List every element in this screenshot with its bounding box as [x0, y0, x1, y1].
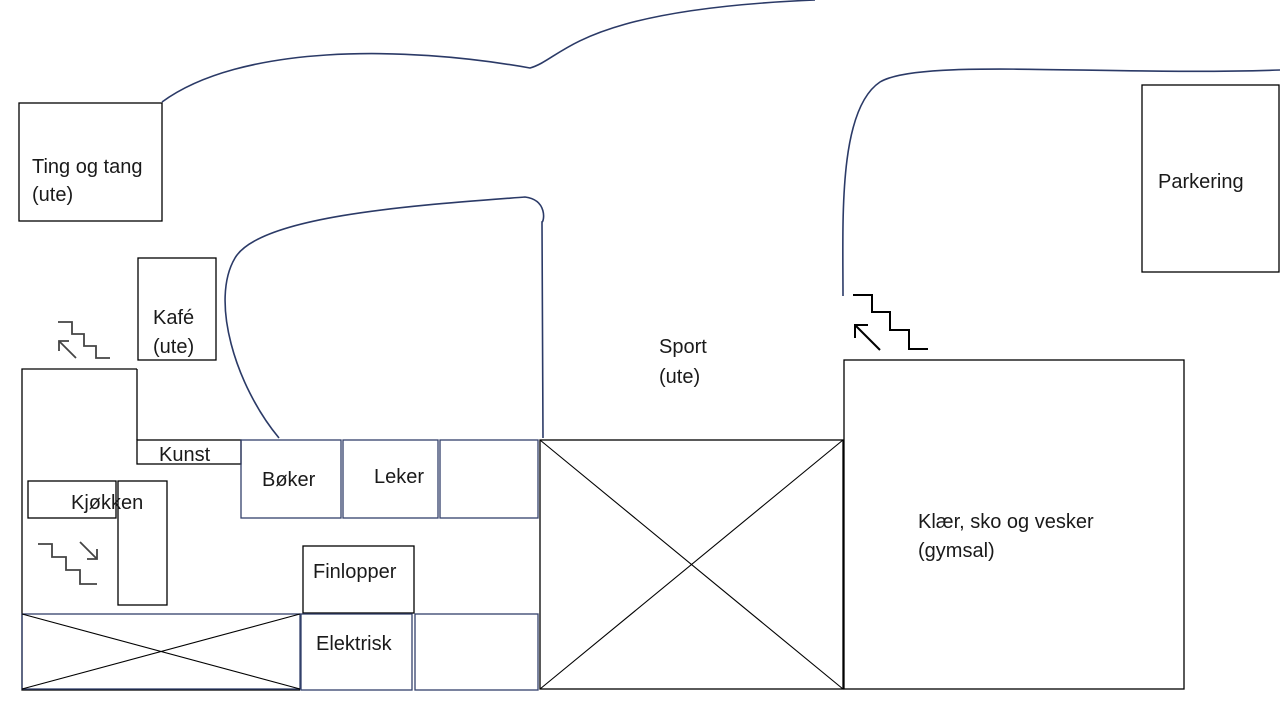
ting-og-tang-label: Ting og tang — [32, 156, 142, 178]
area-blocked-west — [21, 613, 301, 690]
walkway-path-north — [161, 0, 816, 103]
stairs-kitchen-arrow-head — [87, 549, 98, 560]
room-boker — [240, 439, 342, 519]
kunst-label: Kunst — [159, 444, 211, 466]
area-parkering — [1141, 84, 1280, 273]
room-empty-1 — [439, 439, 539, 519]
room-empty-2 — [414, 613, 539, 691]
parkering-label: Parkering — [1158, 171, 1244, 193]
finlopper-label: Finlopper — [313, 561, 397, 583]
stairs-kitchen-arrow-icon — [79, 541, 98, 560]
room-kjokken-column — [117, 480, 168, 606]
kjokken-label: Kjøkken — [71, 492, 143, 514]
boker-label: Bøker — [262, 469, 316, 491]
stairs-arrow-head — [58, 340, 69, 351]
stairs-gymsal-arrow-head — [854, 324, 868, 338]
stairs-gymsal-icon — [853, 294, 928, 350]
elektrisk-label: Elektrisk — [316, 633, 393, 655]
room-klaer — [843, 359, 1185, 690]
room-finlopper — [302, 545, 415, 614]
room-kjokken-counter — [27, 480, 117, 519]
room-leker — [342, 439, 439, 519]
blocked-center-cross-2 — [539, 439, 844, 690]
stairs-gymsal-arrow-icon — [855, 325, 881, 351]
room-ting-og-tang — [18, 102, 163, 222]
klaer-label: Klær, sko og vesker — [918, 511, 1094, 533]
walkway-path-loop — [224, 196, 545, 439]
kafe-sublabel: (ute) — [153, 336, 194, 358]
area-blocked-center — [539, 439, 844, 690]
ting-og-tang-sublabel: (ute) — [32, 184, 73, 206]
walkway-path-east — [842, 68, 1280, 297]
room-kafe — [137, 257, 217, 361]
sport-label: Sport — [659, 336, 707, 358]
kafe-label: Kafé — [153, 307, 194, 329]
blocked-west-cross-2 — [21, 613, 301, 690]
stairs-arrow-icon — [58, 340, 77, 359]
room-elektrisk — [300, 613, 413, 691]
main-building-wall — [21, 368, 300, 691]
klaer-sublabel: (gymsal) — [918, 540, 995, 562]
stairs-kitchen-icon — [38, 543, 97, 585]
stairs-icon — [58, 321, 110, 359]
leker-label: Leker — [374, 466, 424, 488]
sport-sublabel: (ute) — [659, 366, 700, 388]
